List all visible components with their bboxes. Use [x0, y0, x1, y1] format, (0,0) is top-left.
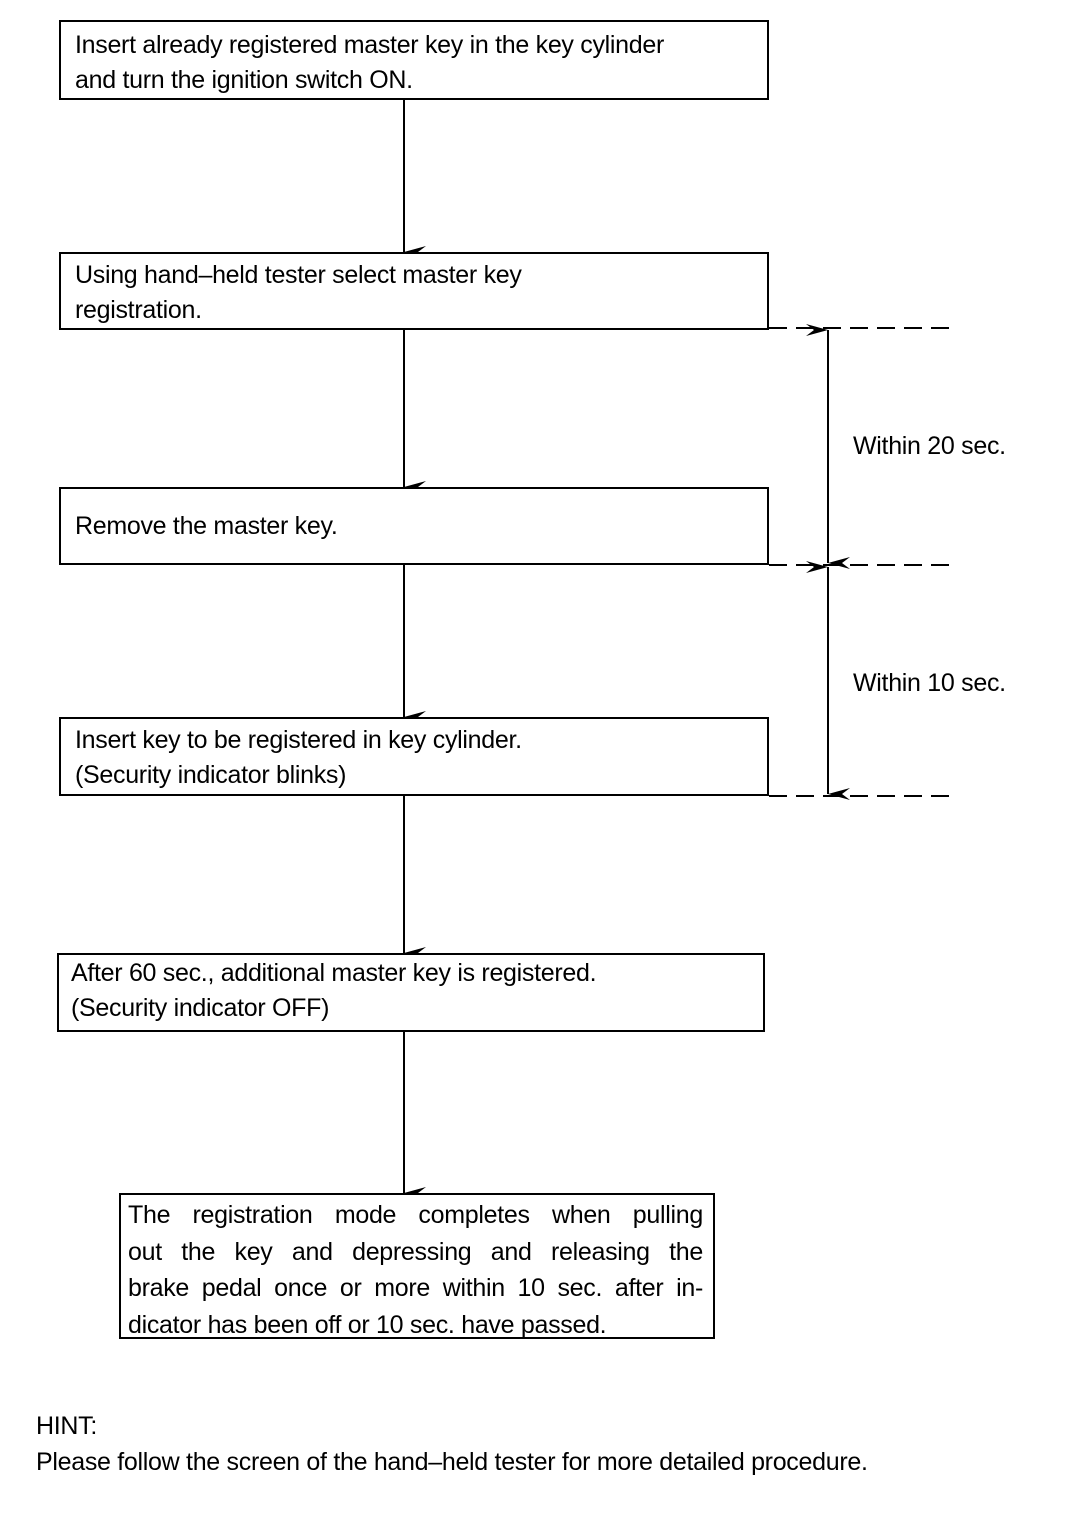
step-5-line-2: (Security indicator OFF)	[71, 994, 330, 1022]
step-6-line-4: dicator has been off or 10 sec. have pas…	[128, 1310, 607, 1339]
step-box-4: Insert key to be registered in key cylin…	[59, 717, 769, 796]
step-box-6: The registration mode completes when pul…	[119, 1193, 715, 1339]
hint-text: Please follow the screen of the hand–hel…	[36, 1448, 868, 1476]
timing-label-10-sec: Within 10 sec.	[853, 669, 1006, 697]
step-1-line-2: and turn the ignition switch ON.	[75, 66, 413, 94]
timing-label-20-sec: Within 20 sec.	[853, 432, 1006, 460]
hint-heading: HINT:	[36, 1412, 98, 1440]
step-box-3: Remove the master key.	[59, 487, 769, 565]
step-2-line-1: Using hand–held tester select master key	[75, 261, 522, 289]
step-box-1: Insert already registered master key in …	[59, 20, 769, 100]
step-box-5: After 60 sec., additional master key is …	[57, 953, 765, 1032]
hint-section: HINT: Please follow the screen of the ha…	[36, 1408, 868, 1480]
step-6-line-1: The registration mode completes when pul…	[128, 1201, 703, 1229]
step-6-line-2: out the key and depressing and releasing…	[128, 1237, 703, 1266]
step-5-line-1: After 60 sec., additional master key is …	[71, 959, 597, 987]
step-4-line-2: (Security indicator blinks)	[75, 761, 347, 789]
step-2-line-2: registration.	[75, 296, 202, 324]
step-4-line-1: Insert key to be registered in key cylin…	[75, 726, 522, 754]
step-1-line-1: Insert already registered master key in …	[75, 31, 665, 59]
step-box-2: Using hand–held tester select master key…	[59, 252, 769, 330]
step-3-line-1: Remove the master key.	[75, 512, 338, 540]
step-6-line-3: brake pedal once or more within 10 sec. …	[128, 1274, 703, 1302]
